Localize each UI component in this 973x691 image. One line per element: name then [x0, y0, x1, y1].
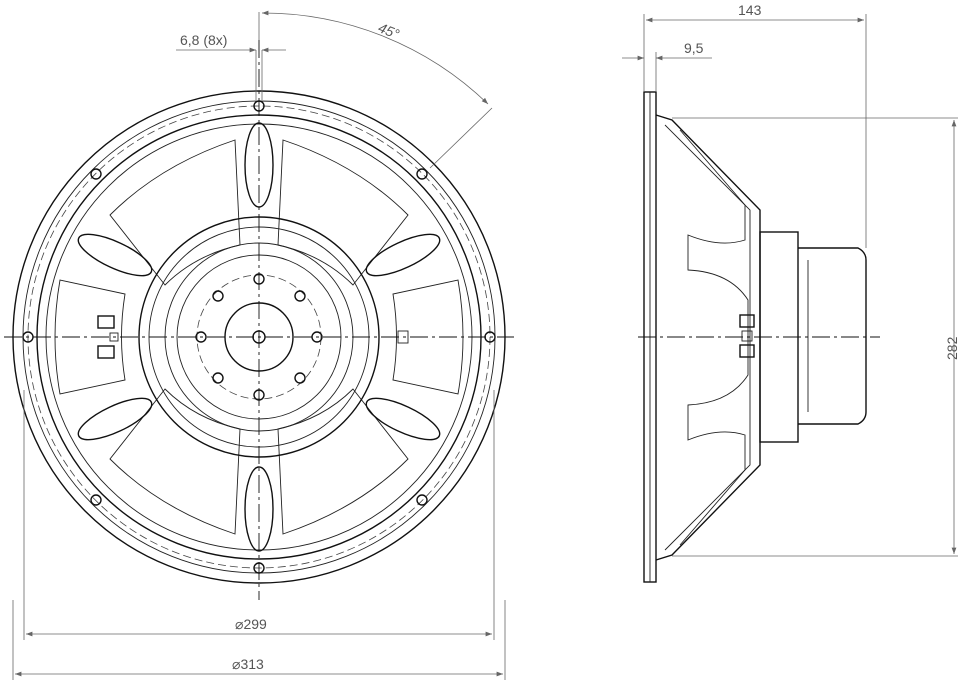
mounting-hole-dimension: 6,8 (8x)	[176, 32, 286, 100]
basket-windows	[54, 139, 464, 535]
outer-diameter-symbol: ⌀	[232, 656, 240, 672]
svg-text:⌀313: ⌀313	[232, 656, 264, 672]
terminals	[97, 315, 409, 359]
angle-label: 45°	[376, 19, 402, 42]
side-view: 143 9,5 282	[622, 2, 960, 583]
angle-dimension: 45°	[258, 10, 493, 169]
basket-spoke	[679, 129, 749, 546]
front-view: 6,8 (8x) 45° ⌀299 ⌀313	[4, 10, 514, 680]
flange-label: 9,5	[684, 40, 704, 56]
inner-diameter-label: 299	[243, 616, 267, 632]
basket-outline	[655, 114, 761, 561]
flange-dimension: 9,5	[622, 40, 712, 61]
diameter-symbol: ⌀	[235, 616, 243, 632]
svg-text:⌀299: ⌀299	[235, 616, 267, 632]
inner-diameter-dimension: ⌀299	[23, 390, 495, 640]
mounting-hole-label: 6,8 (8x)	[180, 32, 227, 48]
height-dimension: 282	[944, 120, 960, 554]
depth-label: 143	[738, 2, 762, 18]
outer-diameter-label: 313	[240, 656, 264, 672]
side-terminals	[739, 314, 755, 358]
depth-dimension: 143	[646, 2, 864, 23]
outer-diameter-dimension: ⌀313	[12, 600, 506, 680]
magnet-housing	[798, 247, 867, 425]
height-label: 282	[944, 336, 960, 360]
